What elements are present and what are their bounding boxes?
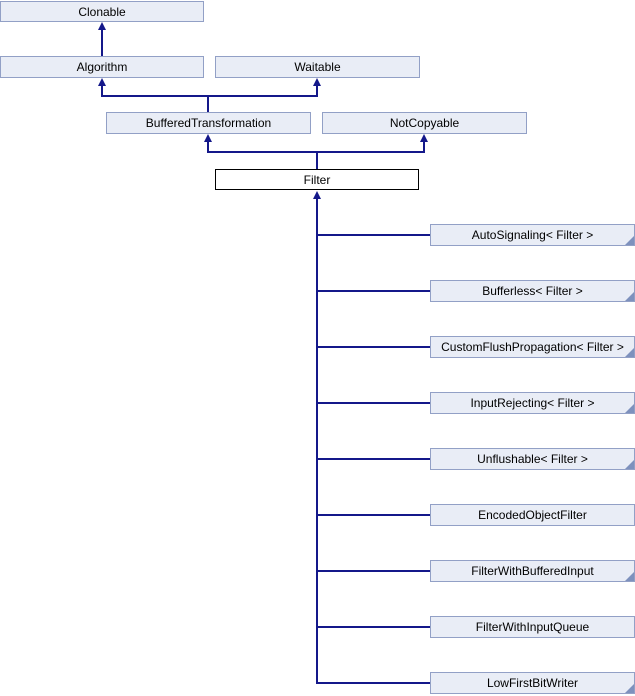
inheritance-arrow-icon (313, 78, 321, 86)
inheritance-edge-line (316, 682, 430, 684)
inheritance-edge-line (207, 142, 209, 152)
inheritance-edge-line (101, 86, 103, 96)
class-label: FilterWithBufferedInput (471, 564, 594, 578)
truncated-corner-icon (625, 292, 634, 301)
inheritance-arrow-icon (98, 22, 106, 30)
class-label: Bufferless< Filter > (482, 284, 583, 298)
truncated-corner-icon (625, 684, 634, 693)
inheritance-edge-line (423, 142, 425, 152)
class-label: InputRejecting< Filter > (470, 396, 595, 410)
truncated-corner-icon (625, 404, 634, 413)
class-label: EncodedObjectFilter (478, 508, 587, 522)
inheritance-edge-line (316, 346, 430, 348)
inheritance-edge-line (207, 96, 209, 112)
inheritance-edge-line (101, 29, 103, 56)
class-label: Clonable (78, 4, 126, 19)
truncated-corner-icon (625, 572, 634, 581)
class-node-filterwithinputqueue[interactable]: FilterWithInputQueue (430, 616, 635, 638)
class-node-clonable[interactable]: Clonable (0, 1, 204, 22)
class-node-waitable[interactable]: Waitable (215, 56, 420, 78)
class-node-notcopyable[interactable]: NotCopyable (322, 112, 527, 134)
inheritance-edge-line (316, 86, 318, 96)
inheritance-arrow-icon (420, 134, 428, 142)
class-node-filter-current: Filter (215, 169, 419, 190)
inheritance-edge-line (316, 626, 430, 628)
truncated-corner-icon (625, 348, 634, 357)
inheritance-edge-line (316, 199, 318, 684)
inheritance-edge-line (316, 458, 430, 460)
inheritance-edge-line (316, 402, 430, 404)
class-label: Algorithm (76, 60, 128, 74)
class-node-bufferless[interactable]: Bufferless< Filter > (430, 280, 635, 302)
class-label: AutoSignaling< Filter > (471, 228, 594, 242)
inheritance-edge-line (101, 95, 318, 97)
class-label: FilterWithInputQueue (475, 620, 590, 634)
inheritance-edge-line (316, 514, 430, 516)
inheritance-edge-line (316, 234, 430, 236)
class-label: Unflushable< Filter > (477, 452, 588, 466)
inheritance-edge-line (316, 570, 430, 572)
truncated-corner-icon (625, 460, 634, 469)
inheritance-edge-line (207, 151, 425, 153)
class-node-unflushable[interactable]: Unflushable< Filter > (430, 448, 635, 470)
class-node-inputrejecting[interactable]: InputRejecting< Filter > (430, 392, 635, 414)
class-node-customflushpropagation[interactable]: CustomFlushPropagation< Filter > (430, 336, 635, 358)
inheritance-arrow-icon (98, 78, 106, 86)
inheritance-arrow-icon (204, 134, 212, 142)
class-node-filterwithbufferedinput[interactable]: FilterWithBufferedInput (430, 560, 635, 582)
class-label: LowFirstBitWriter (486, 676, 579, 690)
class-node-lowfirstbitwriter[interactable]: LowFirstBitWriter (430, 672, 635, 694)
inheritance-edge-line (316, 152, 318, 169)
class-node-bufferedtransformation[interactable]: BufferedTransformation (106, 112, 311, 134)
class-label: BufferedTransformation (145, 116, 272, 130)
class-label: CustomFlushPropagation< Filter > (441, 340, 624, 354)
inheritance-arrow-icon (313, 191, 321, 199)
inheritance-edge-line (316, 290, 430, 292)
class-node-algorithm[interactable]: Algorithm (0, 56, 204, 78)
class-node-autosignaling[interactable]: AutoSignaling< Filter > (430, 224, 635, 246)
truncated-corner-icon (625, 236, 634, 245)
class-node-encodedobjectfilter[interactable]: EncodedObjectFilter (430, 504, 635, 526)
class-label: NotCopyable (389, 116, 460, 130)
class-label: Filter (303, 172, 331, 187)
class-label: Waitable (294, 60, 341, 74)
